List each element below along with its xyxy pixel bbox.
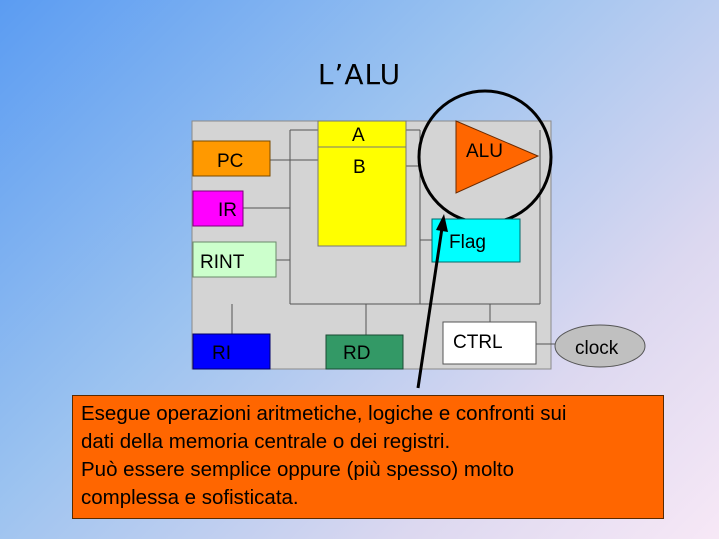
rd-register <box>325 334 404 370</box>
pc-register <box>192 140 271 177</box>
ri-label: RI <box>212 343 231 364</box>
rd-label: RD <box>343 343 370 364</box>
b-label: B <box>353 157 366 178</box>
ctrl-label: CTRL <box>453 332 503 353</box>
ir-label: IR <box>218 200 237 221</box>
description-box: Esegue operazioni aritmetiche, logiche e… <box>72 395 664 519</box>
description-line: Esegue operazioni aritmetiche, logiche e… <box>81 402 567 425</box>
a-label: A <box>352 125 365 146</box>
description-line: Può essere semplice oppure (più spesso) … <box>81 458 514 481</box>
pc-label: PC <box>217 151 243 172</box>
rint-label: RINT <box>200 252 245 273</box>
pointer-arrowhead <box>436 214 448 232</box>
page-title: L’ALU <box>317 58 402 91</box>
rint-register <box>192 241 277 278</box>
clock-ellipse <box>554 324 646 368</box>
ri-register <box>192 333 271 370</box>
clock-label: clock <box>575 338 619 359</box>
description-line: complessa e sofisticata. <box>81 486 299 509</box>
flag-label: Flag <box>449 232 486 253</box>
ab-block <box>317 120 407 247</box>
description-line: dati della memoria centrale o dei regist… <box>81 430 451 453</box>
alu-label: ALU <box>466 141 503 162</box>
alu-triangle <box>455 120 540 194</box>
pointer-arrow <box>416 227 444 389</box>
ir-register <box>192 190 244 227</box>
ctrl-unit <box>442 321 537 365</box>
